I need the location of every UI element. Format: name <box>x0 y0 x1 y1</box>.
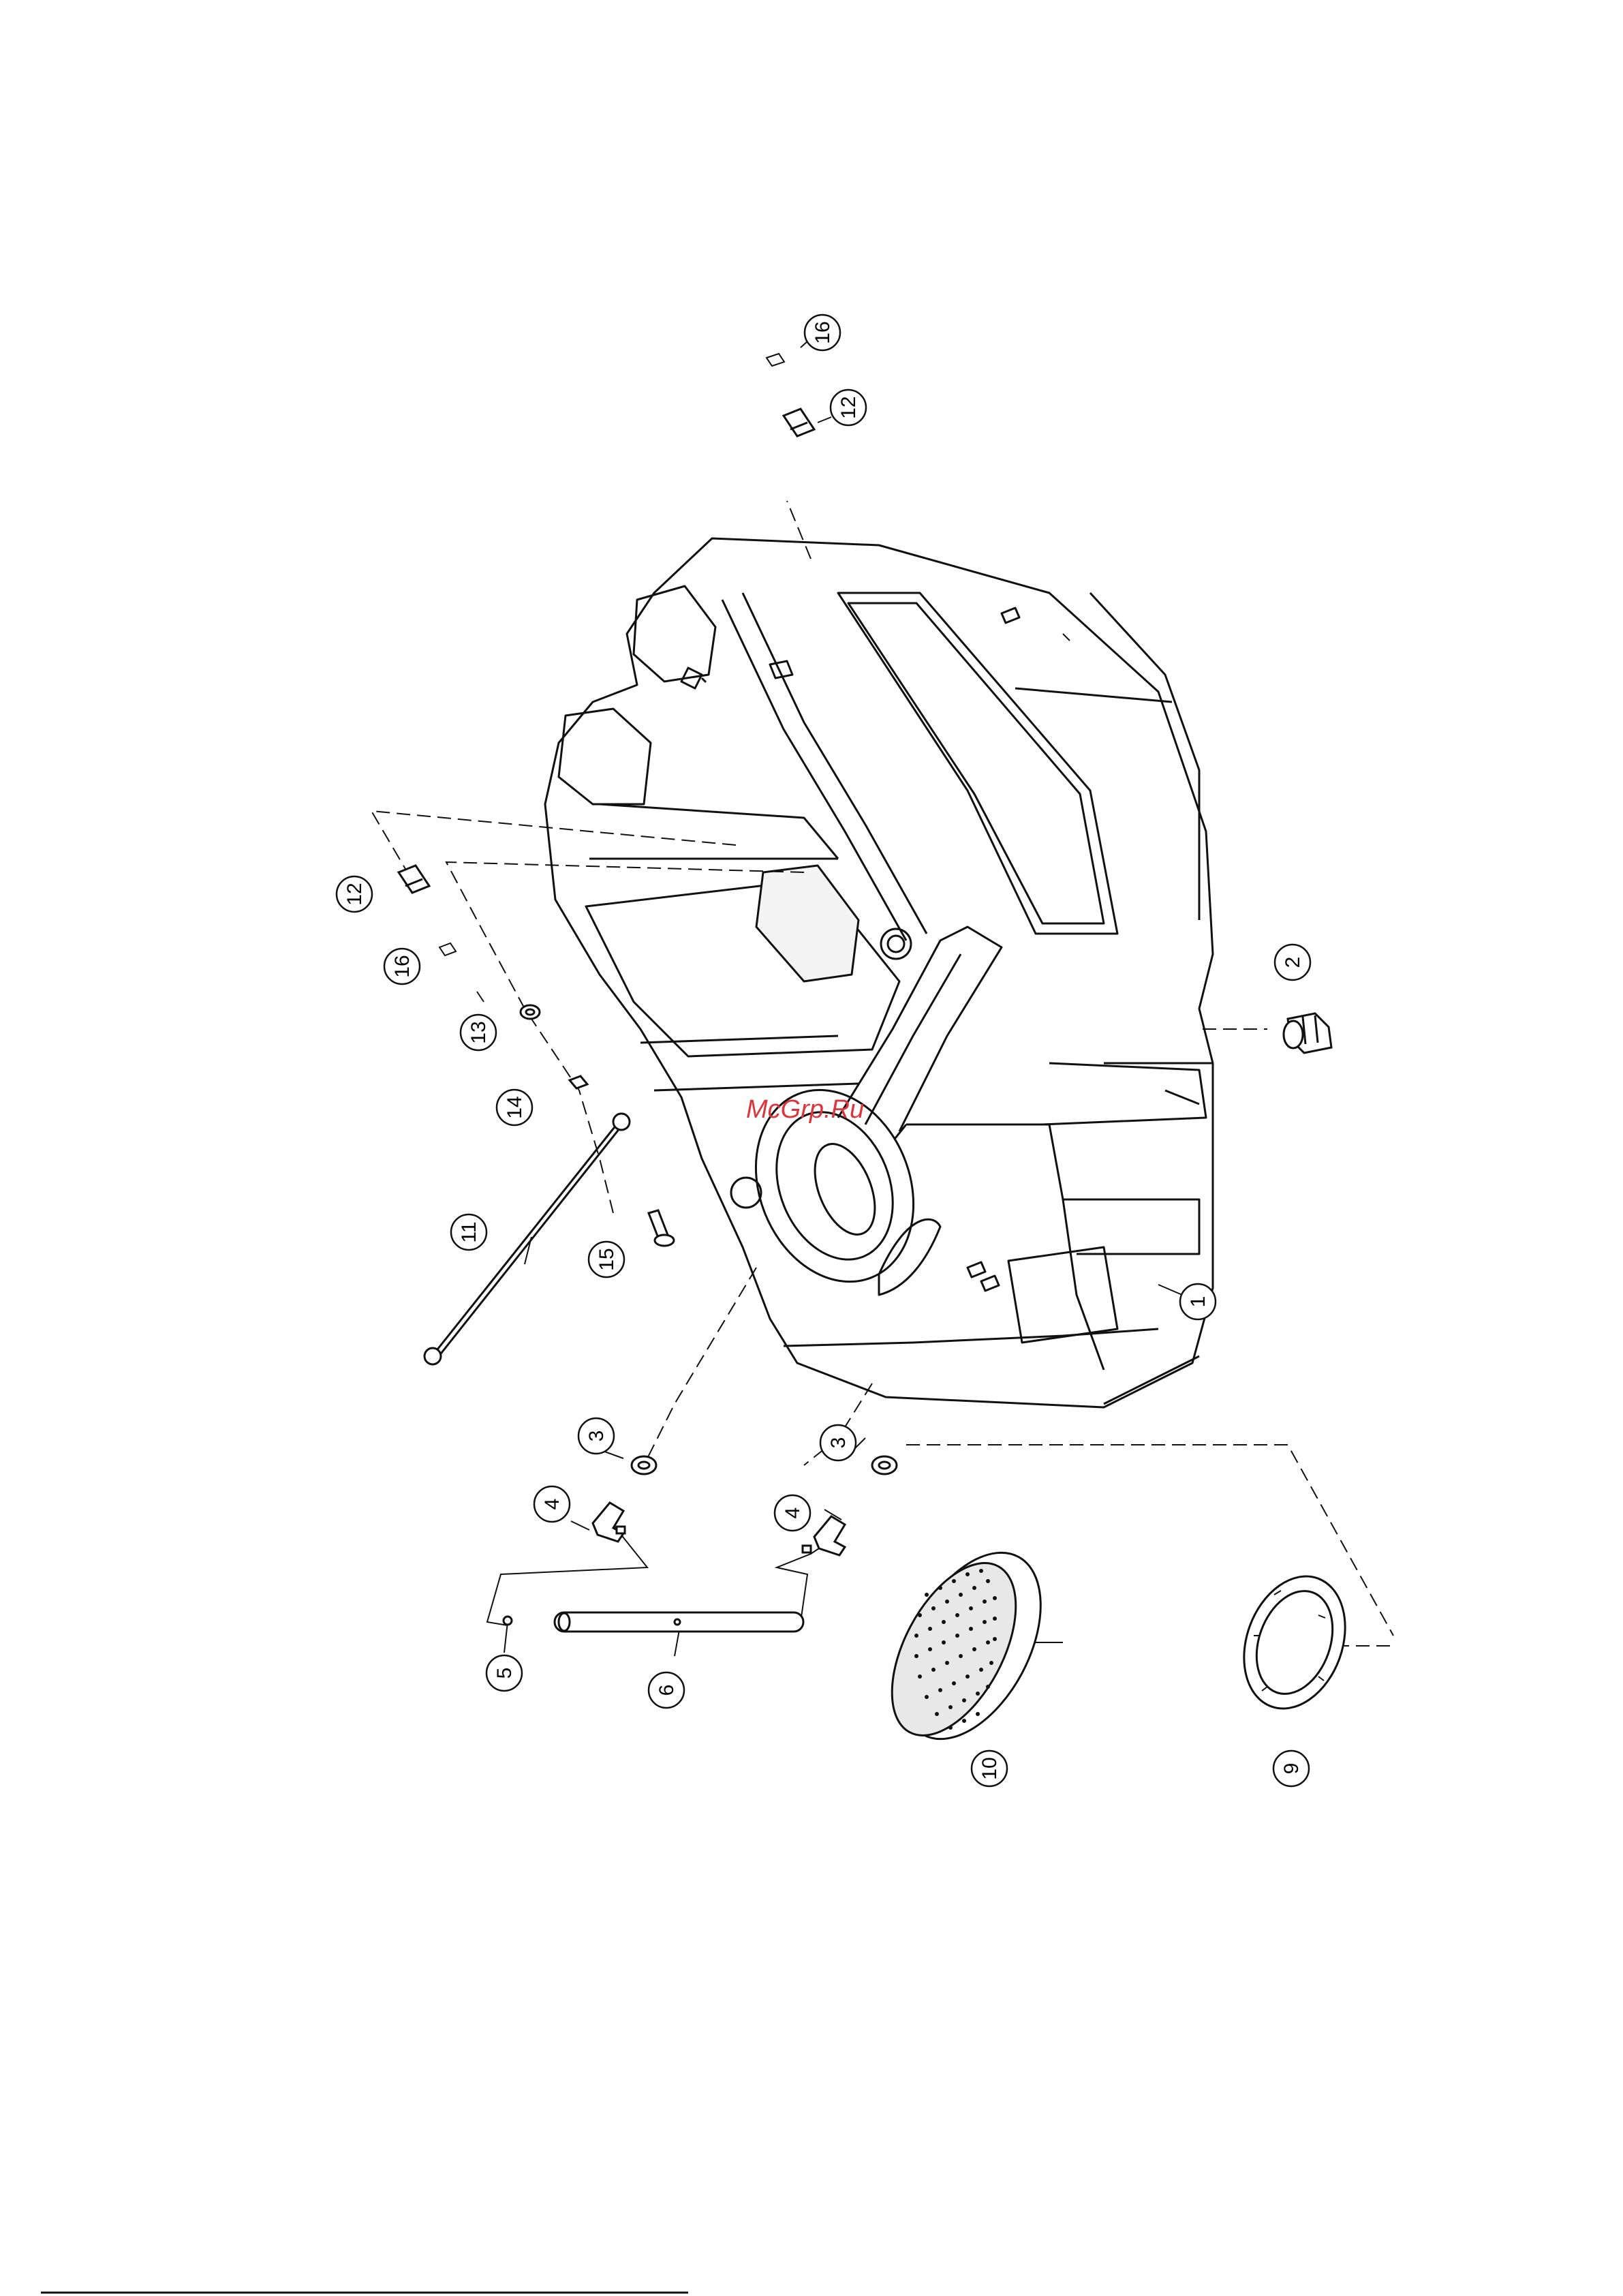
svg-text:11: 11 <box>458 1221 480 1242</box>
filter-pad-10 <box>867 1529 1070 1762</box>
svg-text:13: 13 <box>467 1021 490 1043</box>
hose-6 <box>555 1612 803 1632</box>
svg-text:16: 16 <box>812 321 834 343</box>
callout-6: 6 <box>649 1672 684 1708</box>
callout-10: 10 <box>972 1751 1007 1786</box>
bracket-12-top <box>784 409 814 436</box>
callout-16-left: 16 <box>384 949 420 984</box>
callout-11: 11 <box>451 1214 486 1250</box>
callout-12-top: 12 <box>831 390 866 425</box>
svg-text:3: 3 <box>585 1430 608 1442</box>
ring-gasket-9 <box>1226 1562 1363 1723</box>
svg-text:16: 16 <box>391 955 414 977</box>
svg-text:6: 6 <box>655 1685 678 1696</box>
watermark-text: McGrp.Ru <box>746 1095 864 1124</box>
svg-text:1: 1 <box>1187 1296 1209 1308</box>
svg-text:4: 4 <box>541 1499 563 1510</box>
callout-14: 14 <box>497 1090 532 1125</box>
callout-16-top: 16 <box>805 315 840 350</box>
tank-body <box>545 538 1213 1407</box>
clip-16-top <box>767 354 784 366</box>
svg-text:15: 15 <box>596 1248 618 1270</box>
bolt-15 <box>649 1210 674 1246</box>
callout-13: 13 <box>461 1015 496 1050</box>
svg-text:10: 10 <box>978 1757 1001 1779</box>
svg-text:12: 12 <box>343 883 366 905</box>
svg-text:12: 12 <box>837 396 860 418</box>
callout-4-left: 4 <box>534 1486 570 1522</box>
ring-5 <box>504 1617 512 1625</box>
svg-text:4: 4 <box>782 1507 804 1519</box>
clip-16-left <box>439 943 456 955</box>
svg-text:3: 3 <box>827 1437 850 1449</box>
callout-2: 2 <box>1275 945 1310 980</box>
callout-15: 15 <box>589 1242 624 1277</box>
callout-9: 9 <box>1273 1751 1309 1786</box>
washer-13 <box>521 1005 540 1019</box>
svg-text:5: 5 <box>493 1668 516 1679</box>
svg-text:14: 14 <box>504 1096 526 1118</box>
callout-12-left: 12 <box>337 876 372 912</box>
callout-4-right: 4 <box>775 1495 810 1531</box>
callout-3-right: 3 <box>820 1425 856 1460</box>
nut-14 <box>570 1076 587 1088</box>
callout-1: 1 <box>1180 1284 1216 1319</box>
grommet-3-right <box>872 1456 897 1474</box>
callout-5: 5 <box>486 1655 522 1691</box>
cap-2 <box>1284 1013 1331 1053</box>
svg-text:9: 9 <box>1280 1763 1303 1775</box>
svg-text:2: 2 <box>1282 957 1304 968</box>
elbow-4-right <box>803 1516 845 1555</box>
callout-3-left: 3 <box>578 1418 614 1454</box>
elbow-4-left <box>593 1503 625 1542</box>
grommet-3-left <box>632 1456 656 1474</box>
bracket-12-left <box>399 866 429 893</box>
